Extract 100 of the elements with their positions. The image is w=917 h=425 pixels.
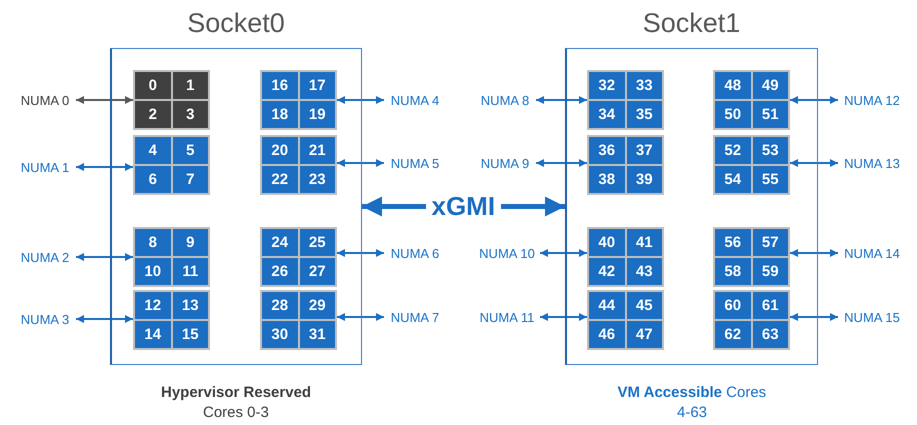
core-tile: 25 [300,229,335,256]
core-tile: 43 [626,258,662,285]
core-tile: 45 [626,292,662,319]
core-tile: 14 [135,321,170,348]
core-tile: 23 [300,166,335,193]
core-block [587,290,664,350]
core-tile: 44 [589,292,624,319]
core-tile: 36 [589,137,624,164]
core-tile: 29 [300,292,335,319]
core-tile: 20 [262,137,298,164]
double-arrow [76,315,133,323]
double-arrow [790,96,838,104]
core-block [713,290,790,350]
caption-text: Hypervisor Reserved [161,384,312,401]
numa-label: NUMA 11 [474,307,540,327]
core-tile: 51 [752,101,788,128]
core-block [260,135,337,195]
core-tile: 24 [262,229,298,256]
numa-label: NUMA 12 [838,90,906,110]
core-tile: 22 [262,166,298,193]
core-block [587,227,664,287]
core-tile: 26 [262,258,298,285]
core-tile: 60 [715,292,750,319]
core-tile: 5 [172,137,208,164]
core-tile: 35 [626,101,662,128]
double-arrow [337,249,384,257]
core-tile: 11 [172,258,208,285]
numa-label: NUMA 9 [474,153,536,173]
socket-title: Socket0 [186,8,286,39]
caption-text: Cores 0-3 [203,404,269,421]
core-tile: 30 [262,321,298,348]
core-tile: 2 [135,101,170,128]
core-tile: 34 [589,101,624,128]
core-tile: 31 [300,321,335,348]
core-tile: 7 [172,166,208,193]
numa-label: NUMA 8 [474,90,536,110]
core-tile: 39 [626,166,662,193]
core-tile: 38 [589,166,624,193]
caption-text: 4-63 [677,404,708,421]
core-tile: 15 [172,321,208,348]
core-tile: 42 [589,258,624,285]
core-block [260,290,337,350]
core-tile: 41 [626,229,662,256]
core-tile: 37 [626,137,662,164]
core-tile: 47 [626,321,662,348]
socket-title: Socket1 [642,8,742,39]
double-arrow [536,96,587,104]
core-block [713,135,790,195]
core-tile: 21 [300,137,335,164]
double-arrow [790,313,838,321]
core-tile: 27 [300,258,335,285]
numa-label: NUMA 6 [384,243,446,263]
numa-label: NUMA 14 [838,243,906,263]
core-tile: 61 [752,292,788,319]
double-arrow [337,96,384,104]
double-arrow [536,159,587,167]
core-tile: 48 [715,72,750,99]
core-block [713,227,790,287]
core-tile: 62 [715,321,750,348]
double-arrow [337,313,384,321]
core-tile: 18 [262,101,298,128]
core-tile: 3 [172,101,208,128]
core-block [133,70,210,130]
core-tile: 58 [715,258,750,285]
core-tile: 52 [715,137,750,164]
numa-label: NUMA 3 [14,309,76,329]
numa-label: NUMA 15 [838,307,906,327]
numa-label: NUMA 4 [384,90,446,110]
core-block [713,70,790,130]
core-block [260,227,337,287]
core-block [133,227,210,287]
core-tile: 6 [135,166,170,193]
caption-text: VM Accessible Cores [618,384,766,401]
core-tile: 32 [589,72,624,99]
core-tile: 46 [589,321,624,348]
core-block [587,135,664,195]
core-tile: 1 [172,72,208,99]
core-tile: 59 [752,258,788,285]
core-tile: 28 [262,292,298,319]
double-arrow [76,253,133,261]
core-tile: 12 [135,292,170,319]
core-tile: 8 [135,229,170,256]
core-tile: 13 [172,292,208,319]
double-arrow [540,313,587,321]
numa-label: NUMA 13 [838,153,906,173]
core-tile: 16 [262,72,298,99]
core-tile: 19 [300,101,335,128]
double-arrow [76,163,133,171]
numa-label: NUMA 10 [474,243,540,263]
numa-label: NUMA 2 [14,247,76,267]
numa-label: NUMA 1 [14,157,76,177]
core-block [260,70,337,130]
double-arrow [337,159,384,167]
core-block [587,70,664,130]
core-block [133,135,210,195]
core-tile: 0 [135,72,170,99]
core-tile: 4 [135,137,170,164]
core-tile: 49 [752,72,788,99]
double-arrow [790,159,838,167]
double-arrow [790,249,838,257]
